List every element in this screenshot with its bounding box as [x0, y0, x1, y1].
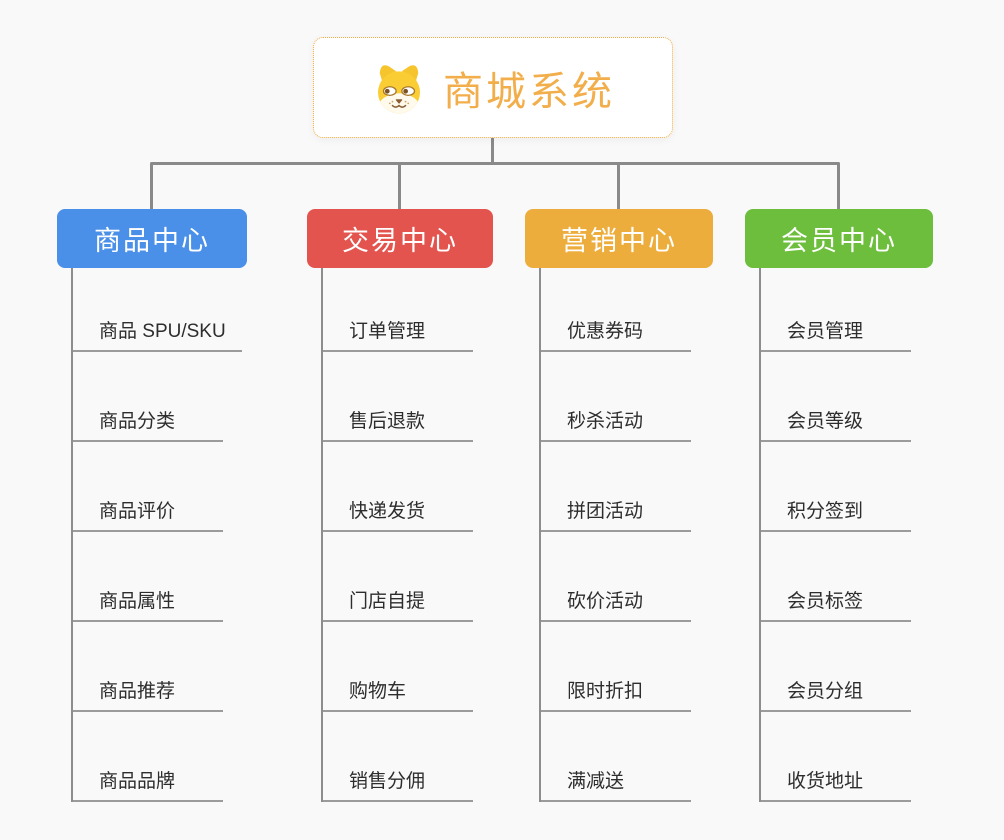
branch-member-center[interactable]: 会员中心	[745, 209, 933, 268]
node-item[interactable]: 销售分佣	[323, 712, 473, 802]
node-item[interactable]: 会员标签	[761, 532, 911, 622]
node-item[interactable]: 砍价活动	[541, 532, 691, 622]
connector-drop-trade	[398, 164, 401, 210]
connector-drop-products	[150, 164, 153, 210]
node-item[interactable]: 积分签到	[761, 442, 911, 532]
root-title: 商城系统	[443, 69, 615, 114]
branch-column-products: 商品中心 商品 SPU/SKU 商品分类 商品评价 商品属性 商品推荐 商品品牌	[57, 209, 247, 802]
branch-column-member: 会员中心 会员管理 会员等级 积分签到 会员标签 会员分组 收货地址	[745, 209, 933, 802]
node-item[interactable]: 门店自提	[323, 532, 473, 622]
node-item[interactable]: 秒杀活动	[541, 352, 691, 442]
node-item[interactable]: 商品分类	[73, 352, 223, 442]
branch-column-marketing: 营销中心 优惠券码 秒杀活动 拼团活动 砍价活动 限时折扣 满减送	[525, 209, 713, 802]
node-item[interactable]: 会员分组	[761, 622, 911, 712]
node-item[interactable]: 商品评价	[73, 442, 223, 532]
branch-items-products: 商品 SPU/SKU 商品分类 商品评价 商品属性 商品推荐 商品品牌	[71, 268, 247, 802]
node-item[interactable]: 订单管理	[323, 268, 473, 352]
root-node-mall-system[interactable]: 商城系统	[313, 37, 673, 138]
node-item[interactable]: 会员等级	[761, 352, 911, 442]
connector-drop-marketing	[617, 164, 620, 210]
connector-root-stem	[491, 137, 494, 164]
branch-column-trade: 交易中心 订单管理 售后退款 快递发货 门店自提 购物车 销售分佣	[307, 209, 493, 802]
branch-product-center[interactable]: 商品中心	[57, 209, 247, 268]
node-item[interactable]: 商品 SPU/SKU	[73, 268, 242, 352]
node-item[interactable]: 拼团活动	[541, 442, 691, 532]
node-item[interactable]: 售后退款	[323, 352, 473, 442]
branch-items-marketing: 优惠券码 秒杀活动 拼团活动 砍价活动 限时折扣 满减送	[539, 268, 713, 802]
connector-trunk	[150, 162, 840, 165]
branch-marketing-center[interactable]: 营销中心	[525, 209, 713, 268]
node-item[interactable]: 购物车	[323, 622, 473, 712]
node-item[interactable]: 商品品牌	[73, 712, 223, 802]
node-item[interactable]: 会员管理	[761, 268, 911, 352]
branch-items-member: 会员管理 会员等级 积分签到 会员标签 会员分组 收货地址	[759, 268, 933, 802]
node-item[interactable]: 商品推荐	[73, 622, 223, 712]
connector-drop-member	[837, 164, 840, 210]
node-item[interactable]: 优惠券码	[541, 268, 691, 352]
shiba-dog-icon	[378, 64, 420, 113]
branch-items-trade: 订单管理 售后退款 快递发货 门店自提 购物车 销售分佣	[321, 268, 493, 802]
node-item[interactable]: 商品属性	[73, 532, 223, 622]
node-item[interactable]: 快递发货	[323, 442, 473, 532]
node-item[interactable]: 限时折扣	[541, 622, 691, 712]
branch-trade-center[interactable]: 交易中心	[307, 209, 493, 268]
node-item[interactable]: 满减送	[541, 712, 691, 802]
node-item[interactable]: 收货地址	[761, 712, 911, 802]
